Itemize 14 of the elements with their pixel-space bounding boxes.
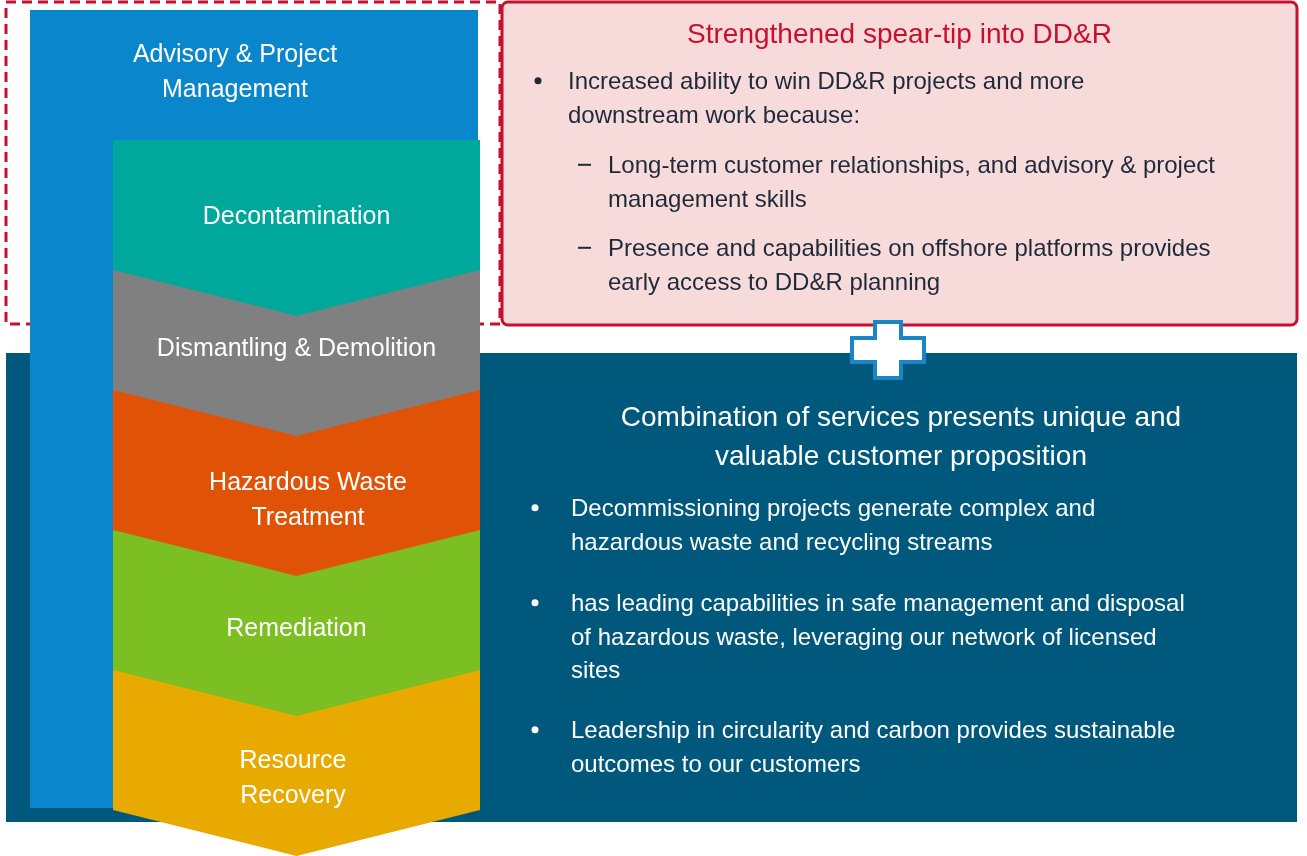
bullet-text: Increased ability to win DD&R projects and more downstream work because: [568, 66, 1086, 130]
heading: Resource Recovery [238, 744, 348, 810]
bullet-text: Long-term customer relationships, and advisory & project management skills [608, 150, 1216, 214]
bullet-text: Presence and capabilities on offshore platforms provides early access to DD&R planning [608, 233, 1212, 297]
heading: Strengthened spear-tip into DD&R [686, 17, 1113, 51]
bullet-text: has leading capabilities in safe management and disposal of hazardous waste, leveraging our network of licensed sites [571, 588, 1186, 686]
heading: Combination of services presents unique and valuable customer proposition [619, 400, 1183, 474]
heading: Dismantling & Demolition [155, 332, 438, 363]
heading: Advisory & Project Management [131, 38, 339, 104]
bullet-text: Decommissioning projects generate complex and hazardous waste and recycling streams [571, 493, 1097, 557]
heading: Decontamination [201, 200, 392, 231]
bullet-text: Leadership in circularity and carbon provides sustainable outcomes to our customers [571, 715, 1177, 779]
heading: Remediation [225, 612, 368, 643]
heading: Hazardous Waste Treatment [208, 466, 408, 532]
